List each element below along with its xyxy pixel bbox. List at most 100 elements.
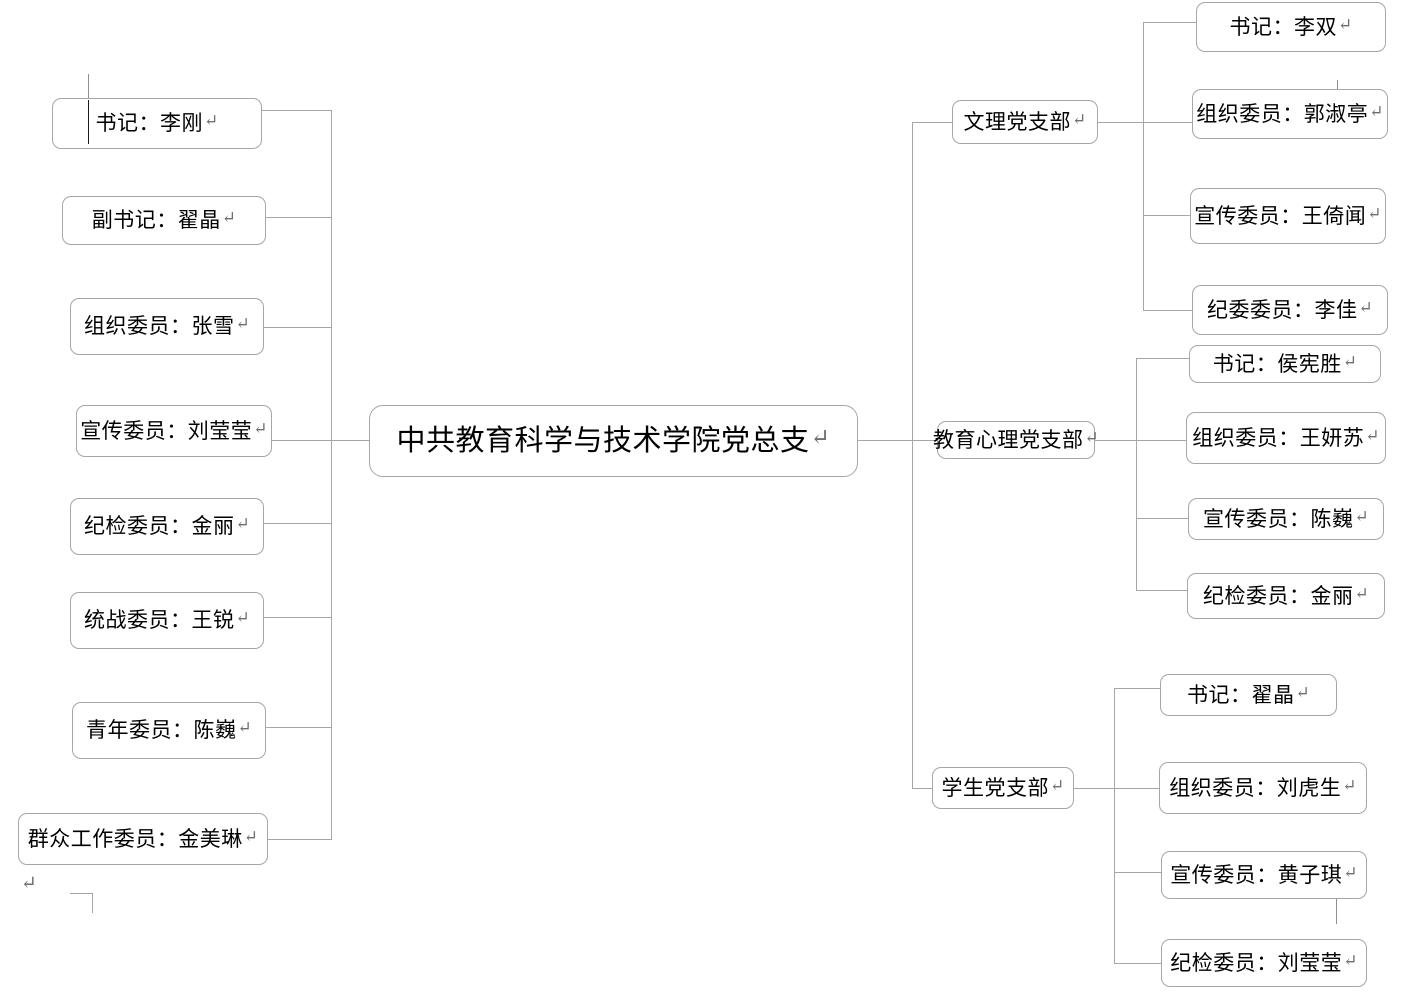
pilcrow-icon: ↵ [243,826,259,846]
left-connector-2 [264,327,332,328]
left-member-node-2[interactable]: 组织委员：张雪↵ [70,298,264,355]
branch-node-2[interactable]: 学生党支部↵ [932,767,1074,809]
branch-0-member-node-0[interactable]: 书记：李双↵ [1196,2,1386,52]
branch-2-leaf-connector-1 [1114,788,1160,789]
left-member-label-2: 组织委员：张雪 [83,314,235,338]
pilcrow-icon: ↵ [1354,583,1370,603]
branch-1-leaf-connector-2 [1136,518,1188,519]
branch-2-member-node-2[interactable]: 宣传委员：黄子琪↵ [1161,851,1367,899]
branch-label-2: 学生党支部 [941,775,1049,800]
left-member-label-0: 书记：李刚 [95,111,203,135]
branch-2-member-node-0[interactable]: 书记：翟晶↵ [1160,674,1337,716]
branch-2-stem [1073,788,1115,789]
right-branch-connector-2 [912,788,941,789]
left-member-label-3: 宣传委员：刘莹莹 [80,418,253,443]
branch-1-leaf-connector-0 [1136,358,1190,359]
pilcrow-icon: ↵ [1354,506,1370,526]
branch-1-member-node-2[interactable]: 宣传委员：陈巍↵ [1188,498,1384,540]
branch-2-member-label-2: 宣传委员：黄子琪 [1170,862,1343,887]
left-member-node-6[interactable]: 青年委员：陈巍↵ [72,702,266,759]
branch-1-member-node-0[interactable]: 书记：侯宪胜↵ [1189,345,1381,383]
left-connector-7 [268,839,332,840]
pilcrow-icon: ↵ [1365,425,1380,445]
pilcrow-icon: ↵ [1337,14,1353,34]
right-branch-connector-1 [912,440,940,441]
branch-0-member-node-1[interactable]: 组织委员：郭淑亭↵ [1192,89,1388,139]
branch-0-member-label-3: 纪委委员：李佳 [1206,297,1358,322]
cursor-tick-above-left-node-0 [88,74,89,98]
pilcrow-icon: ↵ [1049,775,1065,795]
branch-1-member-label-3: 纪检委员：金丽 [1202,583,1354,608]
left-connector-0 [262,110,332,111]
branch-node-0[interactable]: 文理党支部↵ [952,100,1098,144]
pilcrow-icon: ↵ [1343,950,1358,970]
pilcrow-icon: ↵ [1071,109,1087,129]
pilcrow-icon: ↵ [810,425,831,452]
center-to-right-trunk-line [858,440,913,441]
left-member-label-7: 群众工作委员：金美琳 [27,826,243,851]
branch-0-member-label-2: 宣传委员：王倚闻 [1194,203,1367,228]
pilcrow-icon: ↵ [221,208,237,228]
branch-2-subtrunk [1114,688,1115,963]
branch-1-stem [1091,440,1137,441]
branch-1-leaf-connector-3 [1136,590,1187,591]
left-member-node-3[interactable]: 宣传委员：刘莹莹↵ [76,405,272,457]
branch-1-member-label-2: 宣传委员：陈巍 [1202,506,1354,531]
branch-0-leaf-connector-3 [1143,310,1193,311]
branch-2-member-node-3[interactable]: 纪检委员：刘莹莹↵ [1161,939,1367,987]
left-member-label-5: 统战委员：王锐 [83,608,235,632]
branch-0-subtrunk [1143,22,1144,310]
left-member-node-5[interactable]: 统战委员：王锐↵ [70,592,264,649]
branch-2-member-node-1[interactable]: 组织委员：刘虎生↵ [1159,762,1367,814]
left-connector-6 [266,727,332,728]
left-member-node-1[interactable]: 副书记：翟晶↵ [62,196,266,245]
branch-2-leaf-connector-2 [1114,872,1161,873]
left-member-label-6: 青年委员：陈巍 [85,718,237,742]
pilcrow-icon: ↵ [1084,427,1100,447]
branch-0-member-label-1: 组织委员：郭淑亭 [1196,101,1369,126]
left-connector-1 [266,217,332,218]
pilcrow-icon: ↵ [235,514,251,534]
branch-2-leaf-connector-0 [1114,688,1161,689]
branch-0-member-label-0: 书记：李双 [1229,14,1337,39]
branch-0-stem [1090,122,1144,123]
branch-1-member-label-0: 书记：侯宪胜 [1212,351,1342,376]
branch-1-member-label-1: 组织委员：王妍苏 [1192,425,1365,450]
center-to-left-trunk-line [331,440,370,441]
right-trunk-line [912,122,913,789]
branch-2-member-label-1: 组织委员：刘虎生 [1169,775,1342,800]
left-member-label-1: 副书记：翟晶 [91,208,221,232]
branch-2-leaf-connector-3 [1114,963,1162,964]
stray-pilcrow-mark: ↵ [21,873,37,894]
branch-0-leaf-connector-1 [1143,122,1193,123]
branch-node-1[interactable]: 教育心理党支部↵ [933,421,1099,459]
central-title-label: 中共教育科学与技术学院党总支 [396,424,810,457]
left-member-node-0[interactable]: 书记：李刚↵ [52,98,262,149]
pilcrow-icon: ↵ [1342,351,1358,371]
cursor-tick-below-branch-2-leaf-2 [1336,899,1337,924]
left-member-node-7[interactable]: 群众工作委员：金美琳↵ [18,813,268,865]
branch-0-member-node-2[interactable]: 宣传委员：王倚闻↵ [1190,188,1386,244]
pilcrow-icon: ↵ [253,418,268,438]
branch-2-member-label-0: 书记：翟晶 [1186,682,1295,707]
text-caret-left-node-0 [88,100,89,144]
pilcrow-icon: ↵ [235,608,251,628]
left-member-label-4: 纪检委员：金丽 [83,514,235,538]
pilcrow-icon: ↵ [1343,862,1358,882]
central-title-node[interactable]: 中共教育科学与技术学院党总支↵ [369,405,858,477]
left-connector-5 [264,617,332,618]
left-member-node-4[interactable]: 纪检委员：金丽↵ [70,498,264,555]
branch-0-leaf-connector-0 [1143,22,1197,23]
branch-2-member-label-3: 纪检委员：刘莹莹 [1170,950,1343,975]
left-connector-4 [264,523,332,524]
branch-label-1: 教育心理党支部 [932,427,1084,452]
pilcrow-icon: ↵ [203,111,219,131]
pilcrow-icon: ↵ [235,314,251,334]
branch-1-member-node-1[interactable]: 组织委员：王妍苏↵ [1186,412,1386,464]
selection-corner-artifact [70,893,93,913]
pilcrow-icon: ↵ [1358,297,1374,317]
branch-0-member-node-3[interactable]: 纪委委员：李佳↵ [1192,285,1388,335]
branch-1-member-node-3[interactable]: 纪检委员：金丽↵ [1187,573,1385,619]
pilcrow-icon: ↵ [237,718,253,738]
